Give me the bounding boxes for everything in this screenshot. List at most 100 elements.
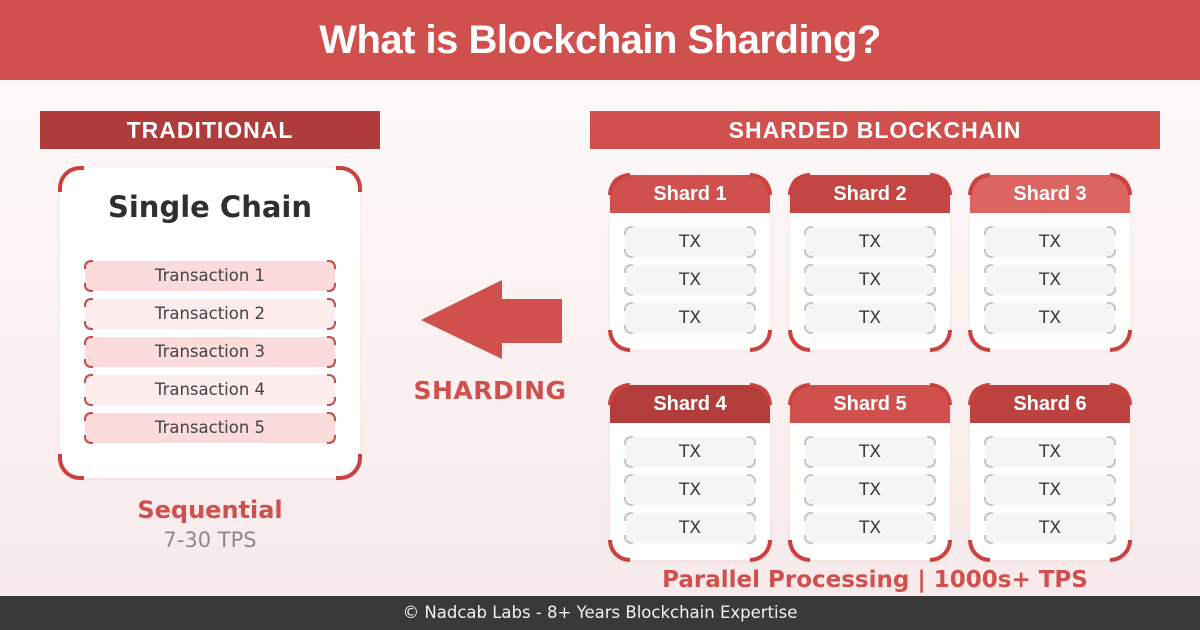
corner-arc-icon <box>930 173 952 195</box>
corner-tick-icon <box>747 226 756 235</box>
shard-grid: Shard 1 TX TX TX Shard 2 TX TX TX Shard … <box>608 173 1132 562</box>
corner-tick-icon <box>747 512 756 521</box>
transaction-row: Transaction 4 <box>84 374 336 406</box>
corner-tick-icon <box>1107 249 1116 258</box>
footer-credit: © Nadcab Labs - 8+ Years Blockchain Expe… <box>402 603 798 622</box>
tx-chip: TX <box>624 226 756 258</box>
corner-tick-icon <box>984 226 993 235</box>
corner-tick-icon <box>327 374 336 383</box>
corner-tick-icon <box>804 497 813 506</box>
corner-arc-icon <box>1110 173 1132 195</box>
corner-arc-icon <box>750 540 772 562</box>
corner-arc-icon <box>608 383 630 405</box>
corner-arc-icon <box>968 540 990 562</box>
page-footer: © Nadcab Labs - 8+ Years Blockchain Expe… <box>0 596 1200 630</box>
corner-tick-icon <box>327 321 336 330</box>
corner-tick-icon <box>804 436 813 445</box>
tx-chip: TX <box>624 474 756 506</box>
page-title: What is Blockchain Sharding? <box>319 17 881 62</box>
corner-tick-icon <box>327 260 336 269</box>
corner-tick-icon <box>747 459 756 468</box>
corner-tick-icon <box>327 283 336 292</box>
shard-title: Shard 1 <box>610 175 770 213</box>
corner-tick-icon <box>624 226 633 235</box>
corner-tick-icon <box>804 249 813 258</box>
corner-tick-icon <box>927 249 936 258</box>
corner-tick-icon <box>84 321 93 330</box>
corner-tick-icon <box>927 459 936 468</box>
tx-chip: TX <box>804 512 936 544</box>
page-header: What is Blockchain Sharding? <box>0 0 1200 80</box>
corner-tick-icon <box>927 512 936 521</box>
corner-arc-icon <box>968 330 990 352</box>
tx-chip: TX <box>624 512 756 544</box>
corner-tick-icon <box>984 436 993 445</box>
shard-title: Shard 5 <box>790 385 950 423</box>
corner-tick-icon <box>927 264 936 273</box>
corner-tick-icon <box>804 512 813 521</box>
tx-chip: TX <box>804 226 936 258</box>
transaction-row: Transaction 5 <box>84 412 336 444</box>
shard-card-4: Shard 4 TX TX TX <box>608 383 772 562</box>
corner-tick-icon <box>1107 497 1116 506</box>
tx-chip: TX <box>984 264 1116 296</box>
corner-tick-icon <box>84 374 93 383</box>
corner-tick-icon <box>624 264 633 273</box>
corner-tick-icon <box>624 302 633 311</box>
corner-arc-icon <box>608 330 630 352</box>
shard-card-5: Shard 5 TX TX TX <box>788 383 952 562</box>
sequential-caption: Sequential <box>137 496 283 524</box>
shard-card-1: Shard 1 TX TX TX <box>608 173 772 352</box>
sharding-arrow-icon <box>421 280 562 359</box>
corner-arc-icon <box>750 330 772 352</box>
corner-tick-icon <box>84 435 93 444</box>
tx-chip: TX <box>804 474 936 506</box>
sharded-blockchain-label: SHARDED BLOCKCHAIN <box>590 111 1160 149</box>
corner-arc-icon <box>58 166 84 192</box>
corner-tick-icon <box>984 497 993 506</box>
corner-tick-icon <box>1107 287 1116 296</box>
tx-chip: TX <box>624 436 756 468</box>
corner-tick-icon <box>747 497 756 506</box>
corner-tick-icon <box>1107 436 1116 445</box>
corner-arc-icon <box>336 454 362 480</box>
corner-tick-icon <box>327 336 336 345</box>
corner-tick-icon <box>927 287 936 296</box>
corner-tick-icon <box>927 474 936 483</box>
corner-arc-icon <box>788 540 810 562</box>
tx-chip: TX <box>624 302 756 334</box>
corner-arc-icon <box>58 454 84 480</box>
corner-arc-icon <box>930 540 952 562</box>
corner-tick-icon <box>1107 302 1116 311</box>
tx-chip: TX <box>984 512 1116 544</box>
corner-tick-icon <box>804 226 813 235</box>
shard-title: Shard 4 <box>610 385 770 423</box>
tx-chip: TX <box>624 264 756 296</box>
tx-chip: TX <box>984 226 1116 258</box>
corner-tick-icon <box>927 436 936 445</box>
corner-tick-icon <box>984 264 993 273</box>
shard-card-2: Shard 2 TX TX TX <box>788 173 952 352</box>
sharding-label: SHARDING <box>413 376 567 405</box>
corner-arc-icon <box>930 330 952 352</box>
tx-chip: TX <box>804 302 936 334</box>
corner-arc-icon <box>968 383 990 405</box>
corner-tick-icon <box>1107 226 1116 235</box>
corner-arc-icon <box>750 173 772 195</box>
corner-tick-icon <box>84 397 93 406</box>
corner-tick-icon <box>804 302 813 311</box>
corner-arc-icon <box>608 173 630 195</box>
tx-chip: TX <box>984 436 1116 468</box>
shard-title: Shard 2 <box>790 175 950 213</box>
corner-tick-icon <box>327 435 336 444</box>
corner-tick-icon <box>624 497 633 506</box>
corner-tick-icon <box>804 287 813 296</box>
corner-tick-icon <box>747 287 756 296</box>
corner-tick-icon <box>927 302 936 311</box>
corner-tick-icon <box>747 249 756 258</box>
corner-tick-icon <box>624 249 633 258</box>
tx-chip: TX <box>804 264 936 296</box>
single-chain-title: Single Chain <box>107 190 313 224</box>
tx-chip: TX <box>984 474 1116 506</box>
corner-tick-icon <box>84 336 93 345</box>
